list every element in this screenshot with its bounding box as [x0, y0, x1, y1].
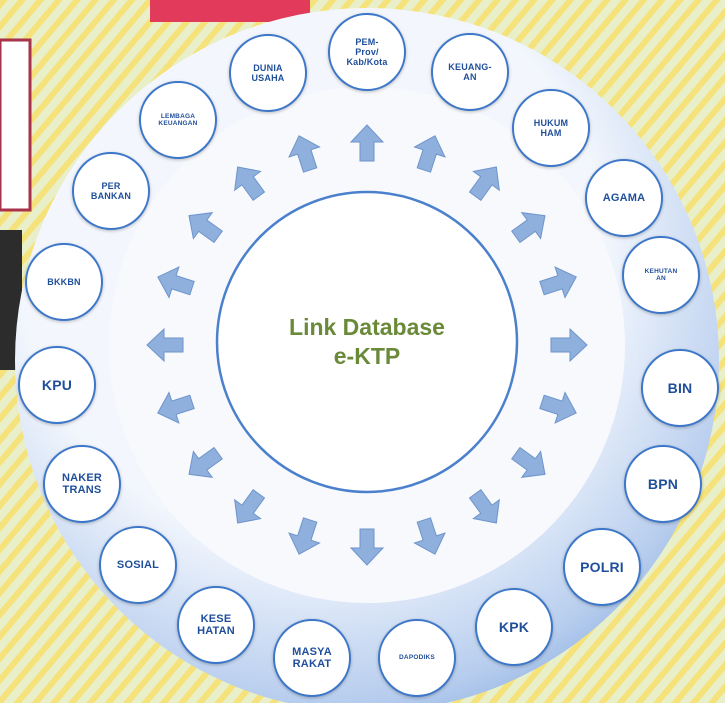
arrow-icon: [511, 446, 546, 478]
arrow-icon: [234, 166, 266, 201]
arrow-icon: [550, 327, 588, 363]
node-label: AGAMA: [602, 192, 646, 204]
node-label: BIN: [667, 379, 693, 396]
arrow-icon: [539, 266, 577, 299]
poster-card: [0, 38, 32, 212]
arrow-icon: [288, 517, 321, 555]
node-keuangan: KEUANG- AN: [431, 33, 509, 111]
node-hukum-ham: HUKUM HAM: [512, 89, 590, 167]
node-label: DAPODIKS: [399, 654, 435, 662]
node-kehutanan: KEHUTAN AN: [622, 236, 700, 314]
arrow-icon: [468, 489, 500, 524]
node-label: HUKUM HAM: [533, 118, 569, 138]
node-bin: BIN: [641, 349, 719, 427]
node-dunia-usaha: DUNIA USAHA: [229, 34, 307, 112]
node-agama: AGAMA: [585, 159, 663, 237]
node-nakertrans: NAKER TRANS: [43, 445, 121, 523]
node-label: NAKER TRANS: [61, 472, 103, 496]
node-label: KPK: [498, 618, 530, 635]
center-label: Link Database e-KTP: [227, 202, 507, 482]
node-masyarakat: MASYA RAKAT: [273, 619, 351, 697]
node-kpu: KPU: [18, 346, 96, 424]
arrow-icon: [413, 135, 446, 173]
node-label: KEUANG- AN: [448, 62, 492, 82]
node-perbankan: PER BANKAN: [72, 152, 150, 230]
node-kpk: KPK: [475, 588, 553, 666]
arrow-icon: [511, 212, 546, 244]
arrow-icon: [157, 391, 195, 424]
arrow-icon: [157, 266, 195, 299]
arrow-icon: [349, 124, 385, 162]
arrow-icon: [234, 489, 266, 524]
node-label: MASYA RAKAT: [292, 646, 332, 670]
node-label: BKKBN: [47, 277, 81, 287]
arrow-icon: [146, 327, 184, 363]
center-title: Link Database e-KTP: [289, 314, 445, 369]
node-label: KPU: [41, 376, 73, 393]
node-lembaga-keuangan: LEMBAGA KEUANGAN: [139, 81, 217, 159]
red-banner: [150, 0, 310, 22]
node-label: LEMBAGA KEUANGAN: [158, 112, 198, 128]
node-polri: POLRI: [563, 528, 641, 606]
node-pem-prov: PEM- Prov/ Kab/Kota: [328, 13, 406, 91]
node-label: BPN: [647, 475, 679, 492]
node-bkkbn: BKKBN: [25, 243, 103, 321]
center-circle: [215, 190, 519, 494]
arrow-icon: [413, 517, 446, 555]
arrow-icon: [468, 166, 500, 201]
arrow-icon: [188, 446, 223, 478]
node-label: KESE HATAN: [197, 613, 235, 637]
arrow-icon: [349, 528, 385, 566]
node-label: PER BANKAN: [90, 181, 132, 201]
arrow-icon: [288, 135, 321, 173]
node-bpn: BPN: [624, 445, 702, 523]
node-dapodiks: DAPODIKS: [378, 619, 456, 697]
node-label: POLRI: [580, 558, 624, 575]
node-label: KEHUTAN AN: [644, 267, 678, 283]
node-sosial: SOSIAL: [99, 526, 177, 604]
arrow-icon: [539, 391, 577, 424]
node-label: DUNIA USAHA: [251, 63, 285, 83]
node-label: PEM- Prov/ Kab/Kota: [346, 37, 388, 67]
node-kesehatan: KESE HATAN: [177, 586, 255, 664]
arrow-icon: [188, 212, 223, 244]
node-label: SOSIAL: [116, 559, 160, 571]
